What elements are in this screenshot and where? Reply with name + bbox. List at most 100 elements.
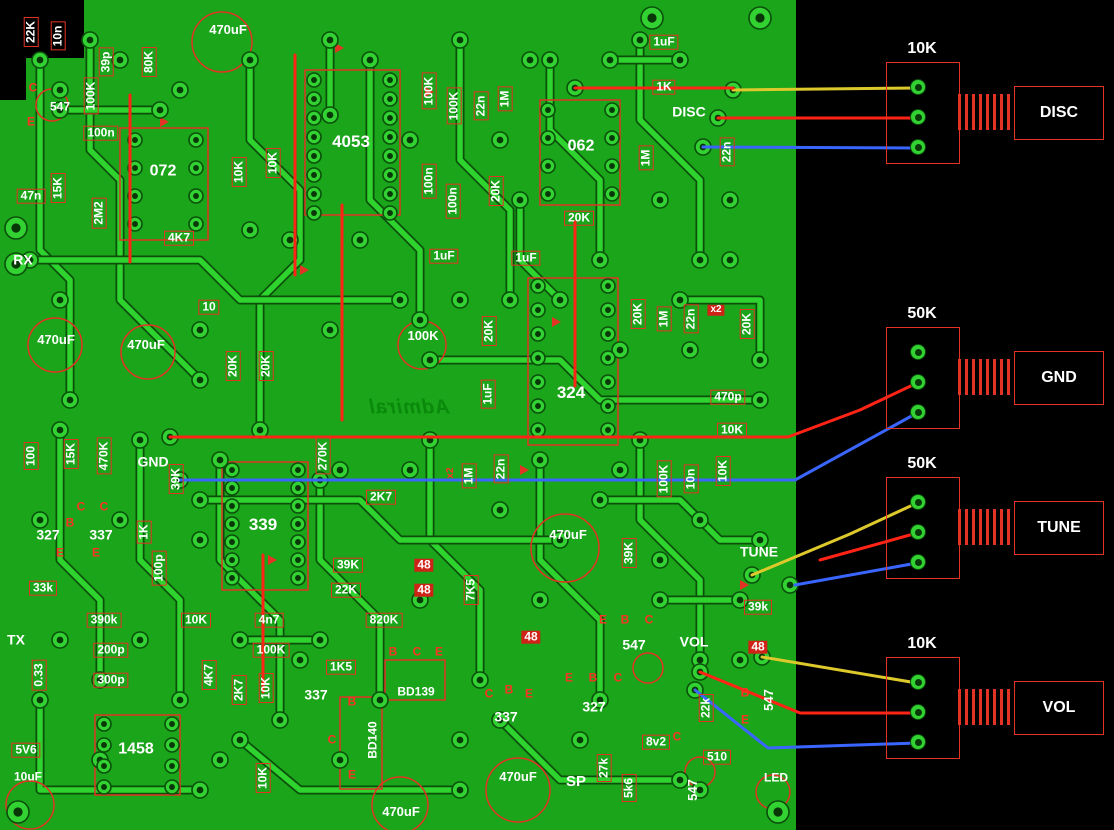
pad-hole (526, 56, 534, 64)
pot-value-label: 50K (907, 305, 937, 322)
silkscreen-triangle (552, 317, 561, 327)
pad-hole (326, 36, 334, 44)
pad-hole (736, 656, 744, 664)
pad-hole (176, 86, 184, 94)
copper-trace (425, 435, 485, 685)
copper-trace (317, 477, 383, 703)
pad-hole (696, 516, 704, 524)
pad-hole (696, 786, 704, 794)
pad-hole (196, 326, 204, 334)
board-cutout (0, 0, 84, 58)
pad-hole (116, 516, 124, 524)
pad-hole (387, 191, 393, 197)
pad-hole (756, 356, 764, 364)
solder-pads (4, 6, 799, 824)
pad-hole (605, 427, 611, 433)
pad-hole (476, 676, 484, 684)
pad-hole (236, 736, 244, 744)
pad-hole (496, 136, 504, 144)
pad-hole (229, 557, 235, 563)
pad-hole (101, 784, 107, 790)
blue-jumper-wire (701, 145, 919, 150)
pad-hole (605, 307, 611, 313)
jumper-wires (128, 53, 919, 750)
pot-shaft-icon (958, 689, 1012, 725)
pad-hole (609, 163, 615, 169)
pad-hole (236, 636, 244, 644)
pot-pin (910, 344, 926, 360)
red-jumper-wire (168, 381, 919, 439)
copper-trace (537, 457, 603, 703)
pot-pin (910, 109, 926, 125)
pad-hole (535, 427, 541, 433)
pad-hole (295, 521, 301, 527)
pad-hole (193, 165, 199, 171)
pad-hole (756, 396, 764, 404)
pad-hole (132, 221, 138, 227)
pad-hole (605, 403, 611, 409)
pot-shaft-icon (958, 509, 1012, 545)
pad-hole (416, 316, 424, 324)
pot-pin (910, 674, 926, 690)
pad-hole (605, 379, 611, 385)
pad-hole (136, 436, 144, 444)
pad-hole (546, 56, 554, 64)
pad-hole (246, 226, 254, 234)
pad-hole (56, 636, 64, 644)
pad-hole (456, 36, 464, 44)
copper-trace (37, 697, 203, 793)
silkscreen-circle (371, 776, 429, 830)
copper-trace (637, 37, 703, 263)
silkscreen-triangle (300, 265, 309, 275)
pad-hole (535, 307, 541, 313)
pad-hole (286, 236, 294, 244)
pot-pin (910, 494, 926, 510)
pad-hole (169, 721, 175, 727)
silkscreen (5, 11, 791, 830)
pot-value-label: 50K (907, 455, 937, 472)
pad-hole (193, 193, 199, 199)
copper-trace (637, 437, 703, 663)
pad-hole (605, 331, 611, 337)
red-jumper-wire (818, 531, 919, 562)
copper-trace (247, 57, 303, 433)
pad-hole (545, 163, 551, 169)
silkscreen-rect (384, 659, 446, 701)
pad-hole (156, 106, 164, 114)
copper-trace (535, 455, 605, 705)
pot-body (886, 62, 960, 164)
pad-hole (387, 77, 393, 83)
pad-hole (229, 503, 235, 509)
silkscreen-circle (27, 317, 83, 373)
pad-hole (755, 13, 765, 23)
silkscreen-circle (632, 652, 664, 684)
pad-hole (456, 786, 464, 794)
copper-trace (197, 497, 563, 543)
pad-hole (86, 36, 94, 44)
pad-hole (136, 636, 144, 644)
pad-hole (606, 56, 614, 64)
pad-hole (56, 106, 64, 114)
pad-hole (326, 111, 334, 119)
pad-hole (229, 575, 235, 581)
pad-hole (535, 403, 541, 409)
pad-hole (456, 736, 464, 744)
potentiometer-vol: 10K VOL (886, 635, 1106, 763)
copper-trace (595, 495, 765, 545)
pad-hole (295, 539, 301, 545)
pad-hole (36, 56, 44, 64)
pad-hole (545, 135, 551, 141)
pad-hole (773, 807, 783, 817)
pad-hole (406, 136, 414, 144)
pad-hole (387, 134, 393, 140)
pad-hole (229, 521, 235, 527)
silkscreen-rect (539, 99, 621, 206)
copper-trace (27, 257, 403, 303)
pad-hole (609, 191, 615, 197)
potentiometer-disc: 10K DISC (886, 40, 1106, 168)
pad-hole (535, 331, 541, 337)
pad-hole (276, 716, 284, 724)
pad-hole (193, 137, 199, 143)
pad-hole (516, 196, 524, 204)
pad-hole (56, 426, 64, 434)
